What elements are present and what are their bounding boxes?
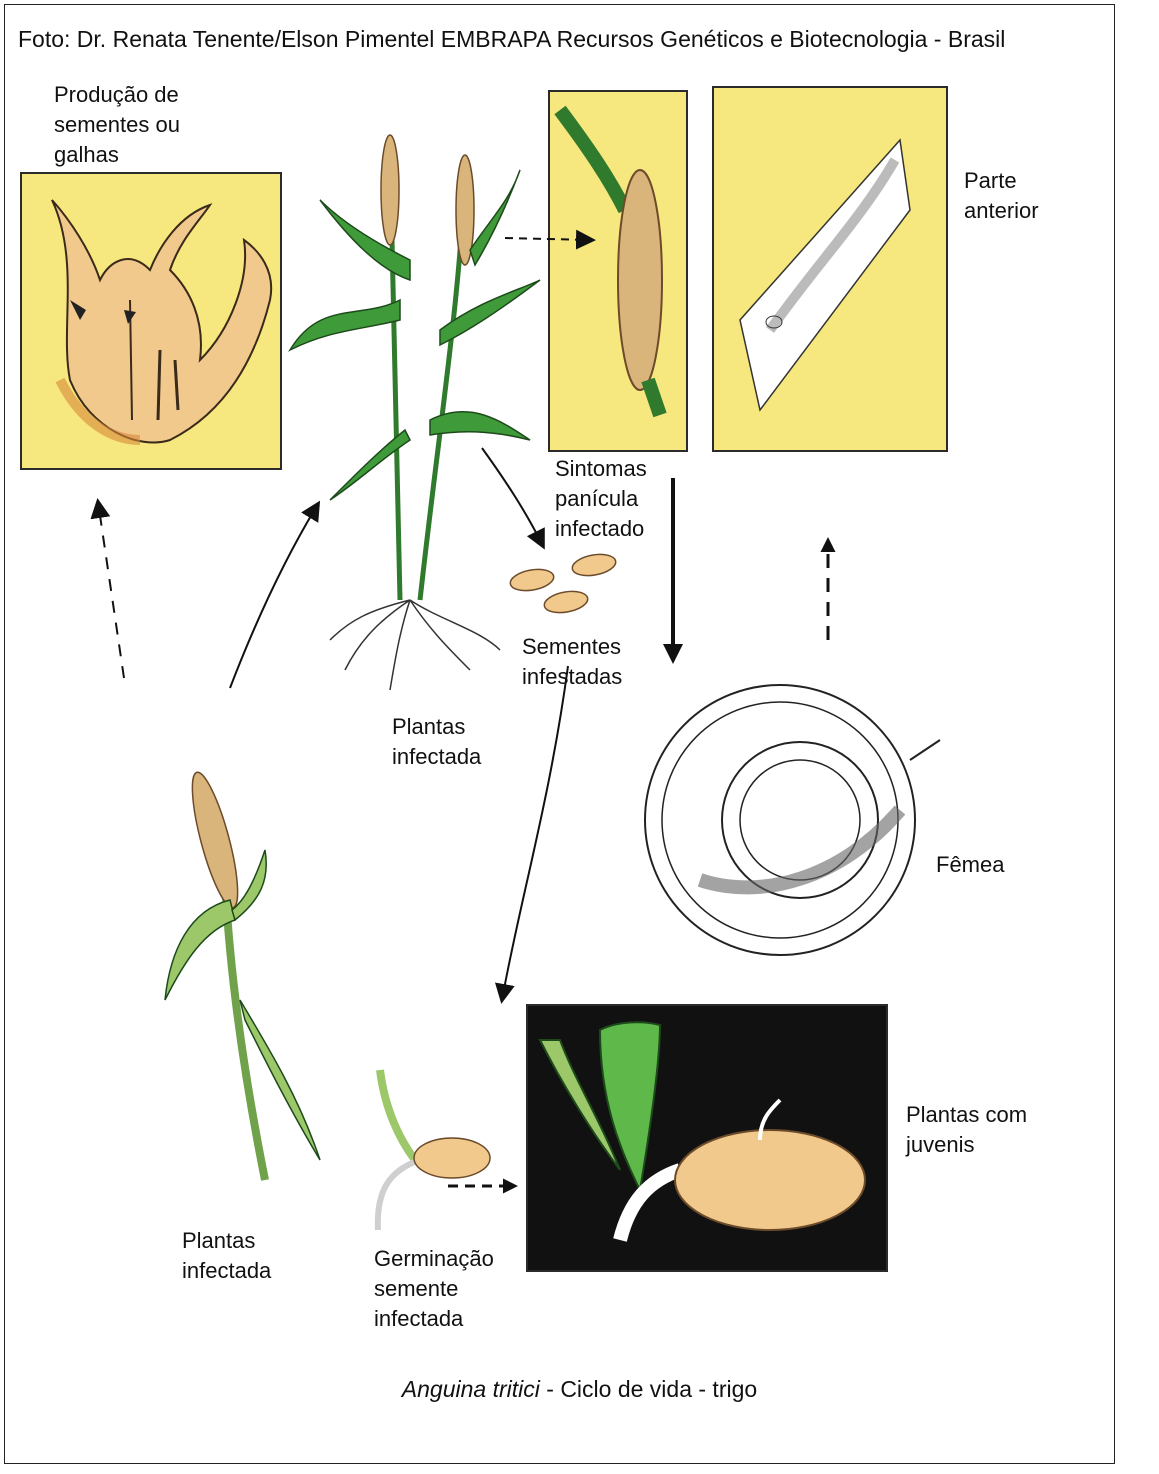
juvenile-plants-drawing bbox=[540, 1022, 865, 1240]
caption-rest: - Ciclo de vida - trigo bbox=[540, 1376, 757, 1402]
label-infected-plant-top: Plantas infectada bbox=[392, 712, 481, 772]
label-infested-seeds: Sementes infestadas bbox=[522, 632, 622, 692]
infected-plant-top-drawing bbox=[290, 135, 540, 690]
infected-plant-bottom-drawing bbox=[165, 769, 320, 1180]
arrow-to-panicle bbox=[505, 238, 592, 240]
arrow-seeds-to-juveniles bbox=[502, 666, 568, 1000]
label-female: Fêmea bbox=[936, 850, 1004, 880]
label-seed-gall: Produção de sementes ou galhas bbox=[54, 80, 180, 170]
infested-seeds-drawing bbox=[509, 551, 618, 615]
label-germination: Germinação semente infectada bbox=[374, 1244, 494, 1334]
label-infected-plant-bottom: Plantas infectada bbox=[182, 1226, 271, 1286]
label-anterior: Parte anterior bbox=[964, 166, 1039, 226]
germinating-seed-drawing bbox=[378, 1070, 490, 1230]
label-juvenile-plants: Plantas com juvenis bbox=[906, 1100, 1027, 1160]
panicle-drawing bbox=[560, 110, 662, 415]
arrow-to-seed-gall bbox=[98, 502, 124, 678]
arrow-to-infected-plant bbox=[230, 504, 318, 688]
label-symptoms: Sintomas panícula infectado bbox=[555, 454, 647, 544]
seed-gall-drawing bbox=[52, 200, 271, 443]
caption-species: Anguina tritici bbox=[402, 1376, 540, 1402]
figure-caption: Anguina tritici - Ciclo de vida - trigo bbox=[0, 1376, 1159, 1403]
arrow-to-seeds bbox=[482, 448, 543, 546]
anterior-drawing bbox=[740, 140, 910, 410]
female-nematode-drawing bbox=[645, 685, 940, 955]
